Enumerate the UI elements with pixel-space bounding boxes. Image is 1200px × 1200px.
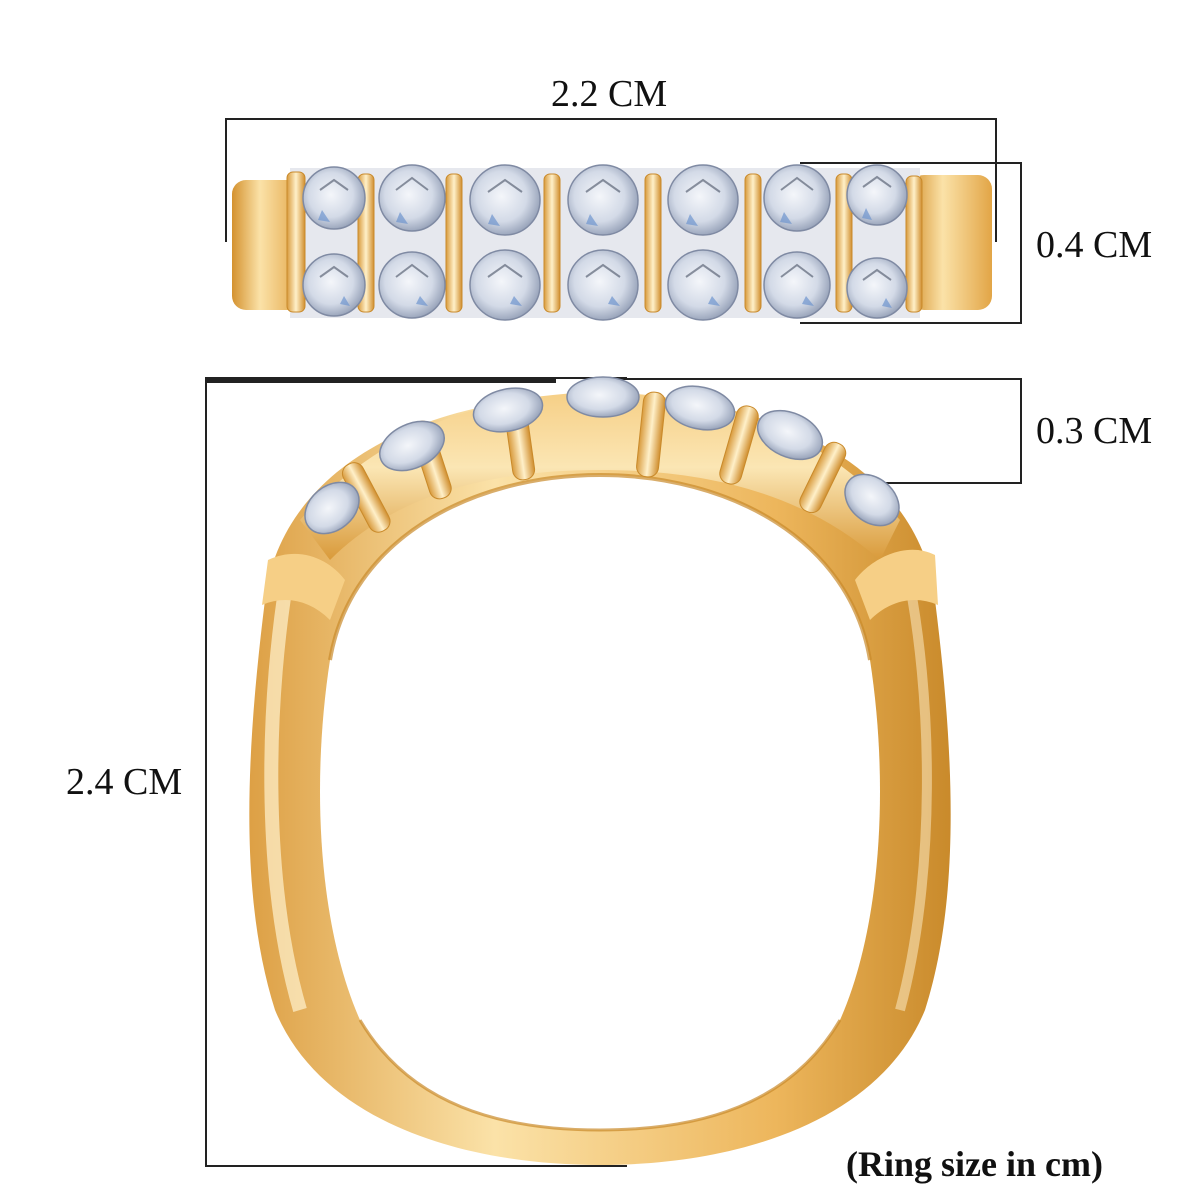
width-dimension-bracket xyxy=(225,118,997,242)
total-height-label: 2.4 CM xyxy=(66,761,183,803)
ring-size-caption: (Ring size in cm) xyxy=(846,1144,1103,1184)
ring-side-view xyxy=(249,376,951,1165)
ring-top-view xyxy=(232,164,992,321)
top-height-dimension-bracket xyxy=(800,162,1022,324)
top-height-label: 0.4 CM xyxy=(1036,224,1153,266)
width-label: 2.2 CM xyxy=(551,73,668,115)
head-height-label: 0.3 CM xyxy=(1036,410,1153,452)
total-height-dimension-left xyxy=(205,377,627,1167)
